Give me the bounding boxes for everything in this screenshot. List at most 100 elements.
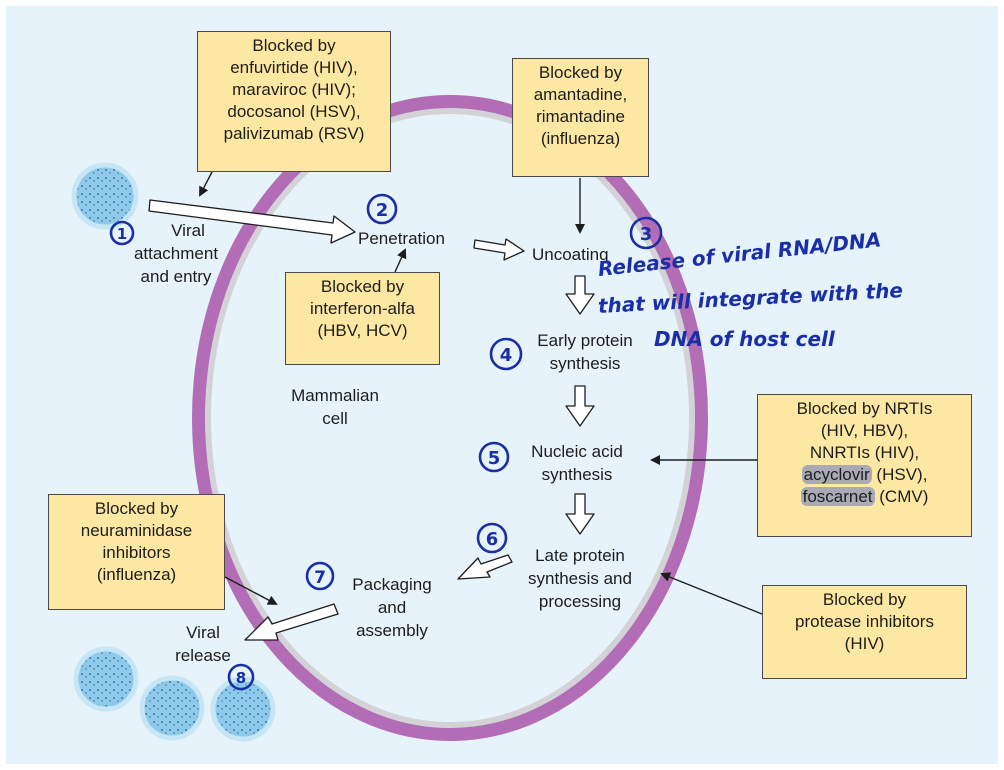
step-6: 6 — [486, 529, 499, 550]
step-8: 8 — [236, 669, 246, 687]
step-4: 4 — [500, 345, 513, 366]
step-1: 1 — [117, 225, 127, 243]
arrow-early-to-nucleic — [565, 385, 595, 427]
packaging-line-3: assembly — [356, 621, 428, 640]
process-arrows — [148, 199, 595, 641]
virus-released-3 — [210, 676, 276, 742]
step-7: 7 — [314, 568, 326, 588]
viral-release-line-1: Viral — [186, 623, 220, 642]
penetration-box-line-2: interferon-alfa — [310, 299, 415, 318]
neuraminidase-box-line-1: Blocked by — [94, 499, 179, 518]
attachment-box-line-4: docosanol (HSV), — [227, 102, 361, 121]
packaging-label: Packaging and assembly — [340, 573, 444, 642]
nucleic-acid-line-2: synthesis — [541, 465, 613, 484]
step-1-circle — [109, 220, 135, 246]
penetration-blocker-box: Blocked by interferon-alfa (HBV, HCV) — [285, 272, 440, 365]
protease-box-line-1: Blocked by — [822, 590, 907, 609]
mammalian-cell-line-2: cell — [322, 409, 348, 428]
neuraminidase-block-arrow — [224, 576, 278, 605]
packaging-line-2: and — [377, 598, 407, 617]
virus-particles — [71, 162, 276, 742]
uncoating-label: Uncoating — [532, 245, 609, 264]
packaging-line-1: Packaging — [352, 575, 432, 594]
step-5: 5 — [488, 448, 501, 469]
attachment-box-line-5: palivizumab (RSV) — [223, 124, 365, 143]
arrow-nucleic-to-late — [565, 493, 595, 535]
attachment-block-arrow — [199, 171, 213, 197]
nucleic-box-line-4: acyclovir (HSV), — [762, 464, 967, 486]
protease-block-arrow — [660, 572, 763, 615]
uncoating-box-line-2: amantadine, — [533, 85, 628, 104]
viral-attachment-line-1: Viral — [171, 221, 205, 240]
viral-attachment-line-2: attachment — [133, 244, 219, 263]
virus-entering — [71, 162, 139, 230]
viral-release-line-2: release — [175, 646, 231, 665]
step-number-circles — [109, 193, 663, 691]
nucleic-box-line-3: NNRTIs (HIV), — [809, 443, 920, 462]
early-protein-label: Early protein synthesis — [521, 329, 649, 375]
penetration-box-line-3: (HBV, HCV) — [317, 321, 408, 340]
step-8-circle — [227, 663, 255, 691]
arrow-uncoating-to-early — [565, 275, 595, 315]
protease-box-line-3: (HIV) — [844, 634, 885, 653]
nucleic-acid-blocker-box: Blocked by NRTIs (HIV, HBV), NNRTIs (HIV… — [757, 394, 972, 537]
virus-released-2 — [139, 675, 205, 741]
nucleic-box-line-2: (HIV, HBV), — [820, 421, 909, 440]
neuraminidase-box-line-3: inhibitors — [102, 543, 171, 562]
late-protein-line-3: processing — [538, 592, 622, 611]
virus-released-1 — [73, 646, 139, 712]
foscarnet-highlight: foscarnet — [800, 487, 875, 506]
protease-blocker-box: Blocked by protease inhibitors (HIV) — [762, 585, 967, 679]
nucleic-box-line-5: foscarnet (CMV) — [762, 486, 967, 508]
penetration-label: Penetration — [358, 229, 445, 248]
step-3: 3 — [640, 224, 653, 245]
uncoating-box-line-1: Blocked by — [538, 63, 623, 82]
uncoating-box-line-4: (influenza) — [540, 129, 621, 148]
step-2: 2 — [376, 200, 389, 221]
step-5-circle — [478, 441, 510, 473]
arrow-late-to-packaging — [457, 554, 513, 580]
nucleic-acid-line-1: Nucleic acid — [531, 442, 623, 461]
attachment-box-line-2: enfuvirtide (HIV), — [230, 58, 358, 77]
step-3-circle — [629, 216, 663, 250]
viral-release-label: Viral release — [164, 621, 242, 667]
step-4-circle — [489, 337, 523, 371]
cell-membrane-outer — [192, 95, 708, 741]
uncoating-box-line-3: rimantadine — [536, 107, 625, 126]
attachment-box-line-3: maraviroc (HIV); — [232, 80, 356, 99]
step-6-circle — [476, 522, 508, 554]
late-protein-line-2: synthesis and — [528, 569, 632, 588]
attachment-blocker-box: Blocked by enfuvirtide (HIV), maraviroc … — [197, 31, 391, 172]
cell-membrane-inner — [205, 108, 695, 728]
nucleic-acid-label: Nucleic acid synthesis — [513, 440, 641, 486]
step-7-circle — [305, 561, 335, 591]
handwritten-note-line-3: DNA of host cell — [654, 327, 835, 351]
penetration-block-arrow — [394, 248, 407, 273]
early-protein-line-2: synthesis — [549, 354, 621, 373]
step-numbers: 1 2 3 4 5 6 7 8 — [117, 200, 652, 687]
block-arrows — [199, 171, 763, 615]
step-2-circle — [366, 193, 398, 225]
viral-attachment-label: Viral attachment and entry — [114, 219, 238, 288]
neuraminidase-box-line-2: neuraminidase — [80, 521, 193, 540]
nucleic-box-line-1: Blocked by NRTIs — [796, 399, 933, 418]
viral-attachment-line-3: and entry — [140, 267, 212, 286]
attachment-box-line-1: Blocked by — [252, 36, 336, 55]
protease-box-line-2: protease inhibitors — [795, 612, 934, 631]
uncoating-blocker-box: Blocked by amantadine, rimantadine (infl… — [512, 58, 649, 177]
acyclovir-highlight: acyclovir — [801, 465, 872, 484]
neuraminidase-blocker-box: Blocked by neuraminidase inhibitors (inf… — [48, 494, 225, 610]
late-protein-label: Late protein synthesis and processing — [506, 544, 654, 613]
arrow-entry-to-penetration — [148, 199, 356, 244]
mammalian-cell-line-1: Mammalian — [291, 386, 379, 405]
early-protein-line-1: Early protein — [537, 331, 633, 350]
foscarnet-target: (CMV) — [874, 487, 929, 506]
neuraminidase-box-line-4: (influenza) — [96, 565, 177, 584]
penetration-box-line-1: Blocked by — [320, 277, 405, 296]
arrow-assembly-to-release — [244, 603, 339, 641]
acyclovir-target: (HSV), — [871, 465, 928, 484]
mammalian-cell-label: Mammalian cell — [276, 384, 394, 430]
late-protein-line-1: Late protein — [535, 546, 625, 565]
